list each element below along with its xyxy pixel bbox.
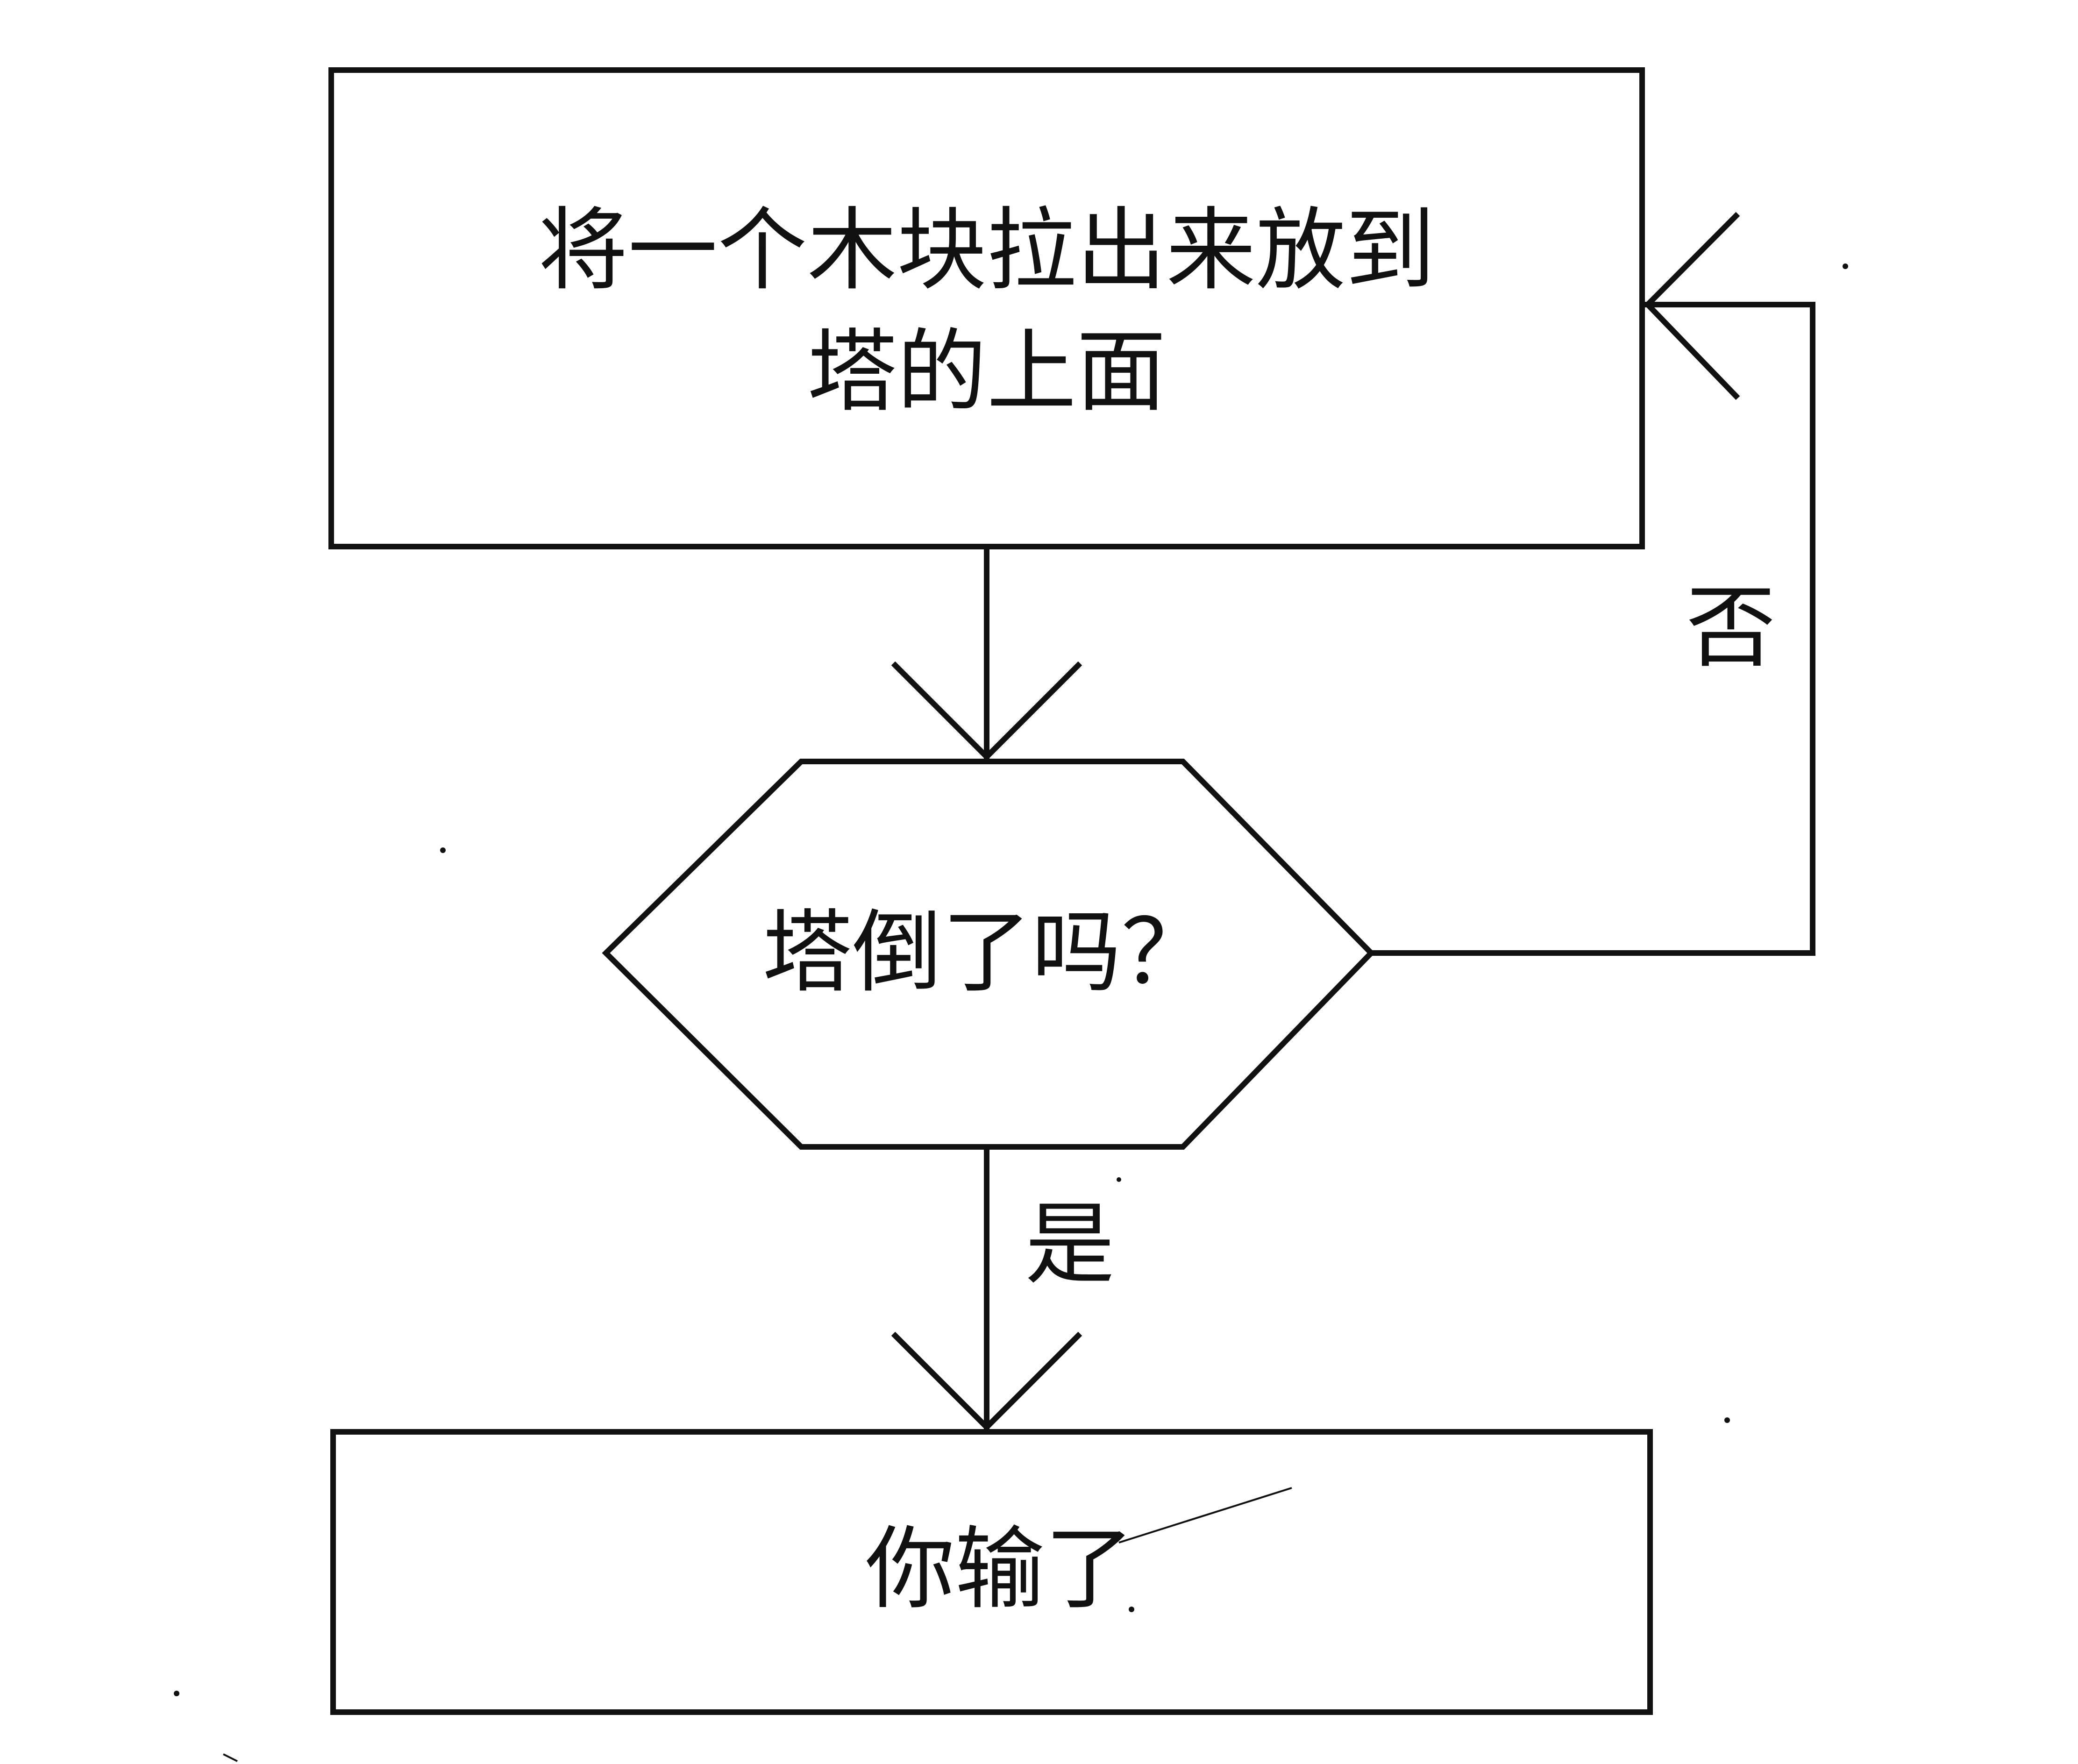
node-decision-label: 塔倒了吗？ — [762, 901, 1211, 1005]
edge-decision-no-loop-line — [1371, 302, 1815, 956]
edge-place-to-decision — [891, 547, 1082, 761]
speck-dash — [223, 1753, 238, 1762]
arrowhead-left-icon — [1644, 212, 1740, 400]
node-place-block-box — [328, 67, 1645, 549]
speck-mark — [174, 1691, 179, 1696]
arrowhead-down-icon — [891, 1331, 1082, 1431]
node-place-block-line-2: 塔的上面 — [807, 320, 1166, 424]
node-decision-hexagon — [602, 759, 1375, 1150]
speck-mark — [1129, 1607, 1134, 1612]
node-place-block: 将一个木块拉出来放到 塔的上面 — [328, 67, 1645, 549]
node-place-block-line-1: 将一个木块拉出来放到 — [538, 199, 1435, 303]
node-you-lose-box — [330, 1429, 1653, 1715]
node-you-lose-label: 你输了 — [865, 1517, 1134, 1622]
arrowhead-down-icon — [891, 661, 1082, 761]
edge-label-yes: 是 — [1025, 1193, 1115, 1297]
edge-decision-yes: 是 — [891, 1147, 1115, 1432]
speck-mark — [1724, 1417, 1730, 1423]
node-decision-tower-fell: 塔倒了吗？ — [602, 759, 1375, 1150]
stray-pen-stroke — [1118, 1487, 1292, 1544]
speck-mark — [440, 847, 446, 853]
node-you-lose: 你输了 — [330, 1429, 1653, 1715]
edge-decision-no-loop: 否 — [1371, 212, 1815, 956]
speck-mark — [1843, 263, 1848, 269]
edge-label-no: 否 — [1686, 576, 1776, 680]
speck-mark — [1117, 1177, 1121, 1182]
